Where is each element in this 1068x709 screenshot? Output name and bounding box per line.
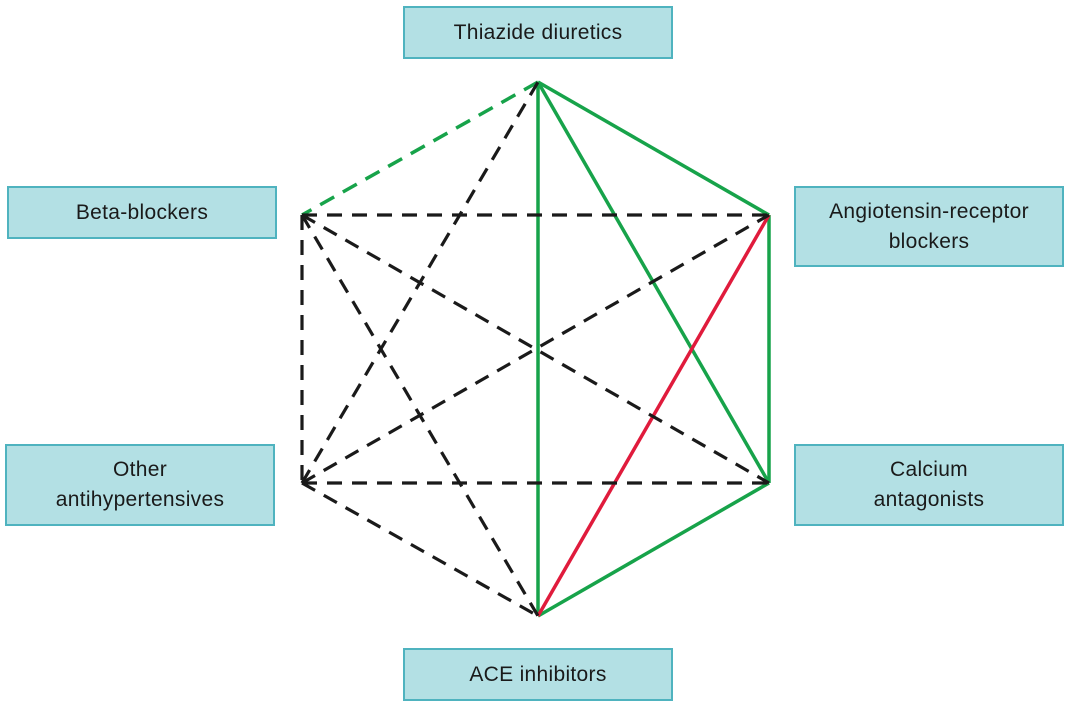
edge-beta-calcium <box>301 213 770 485</box>
edge-calcium-ace <box>537 481 770 618</box>
edge-other-thiazide <box>300 81 540 484</box>
node-thiazide-diuretics: Thiazide diuretics <box>403 6 673 59</box>
node-calcium-antagonists: Calcium antagonists <box>794 444 1064 526</box>
edge-other-ace <box>301 481 539 618</box>
node-angiotensin-receptor-blockers: Angiotensin-receptor blockers <box>794 186 1064 267</box>
node-other-antihypertensives: Other antihypertensives <box>5 444 275 526</box>
node-ace-inhibitors: ACE inhibitors <box>403 648 673 701</box>
edge-other-arb <box>301 213 770 485</box>
edge-thiazide-beta <box>301 80 539 217</box>
edge-thiazide-arb <box>537 80 770 217</box>
node-beta-blockers: Beta-blockers <box>7 186 277 239</box>
